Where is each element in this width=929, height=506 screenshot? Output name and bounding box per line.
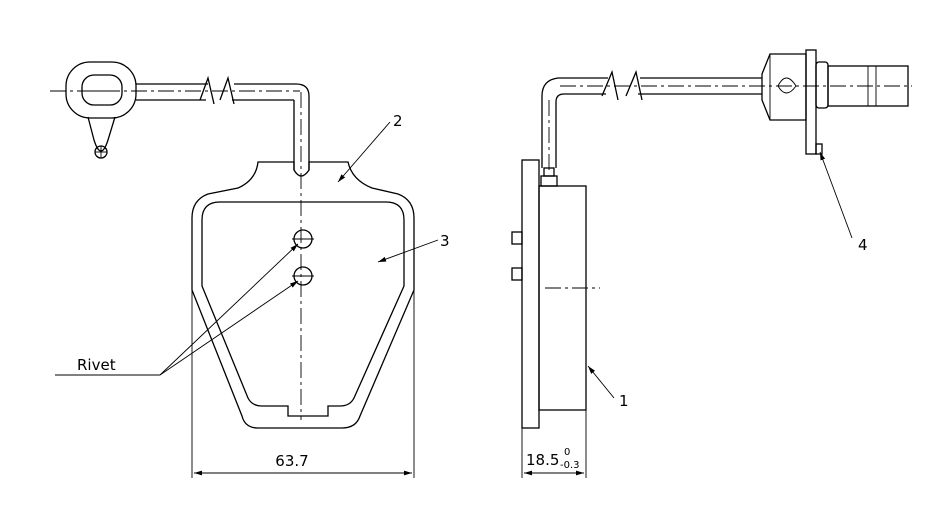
callout-1-label: 1 — [619, 392, 629, 410]
connector-side-view — [761, 49, 909, 155]
dimension-tol-lower: -0.3 — [560, 460, 580, 471]
callout-4-label: 4 — [858, 236, 868, 254]
connector-end-view — [65, 61, 137, 159]
callout-2-label: 2 — [393, 112, 403, 130]
rivet-leader: Rivet — [55, 243, 299, 376]
dimension-width: 63.7 — [191, 290, 415, 478]
cable-side-view — [541, 69, 912, 170]
cable-front-view — [50, 75, 310, 420]
callout-3-label: 3 — [440, 232, 450, 250]
callout-2: 2 — [337, 112, 403, 183]
callout-3: 3 — [377, 232, 450, 263]
dimension-thickness-label: 18.5 — [526, 451, 559, 469]
callout-1: 1 — [587, 365, 629, 410]
dimension-thickness: 18.5 0 -0.3 — [521, 410, 587, 478]
callout-4: 4 — [819, 151, 868, 254]
brake-pad-side-view — [511, 159, 600, 429]
dimension-width-label: 63.7 — [275, 452, 308, 470]
brake-pad-front-view — [191, 161, 415, 429]
dimension-tol-upper: 0 — [564, 447, 570, 458]
rivet-label: Rivet — [77, 356, 116, 374]
